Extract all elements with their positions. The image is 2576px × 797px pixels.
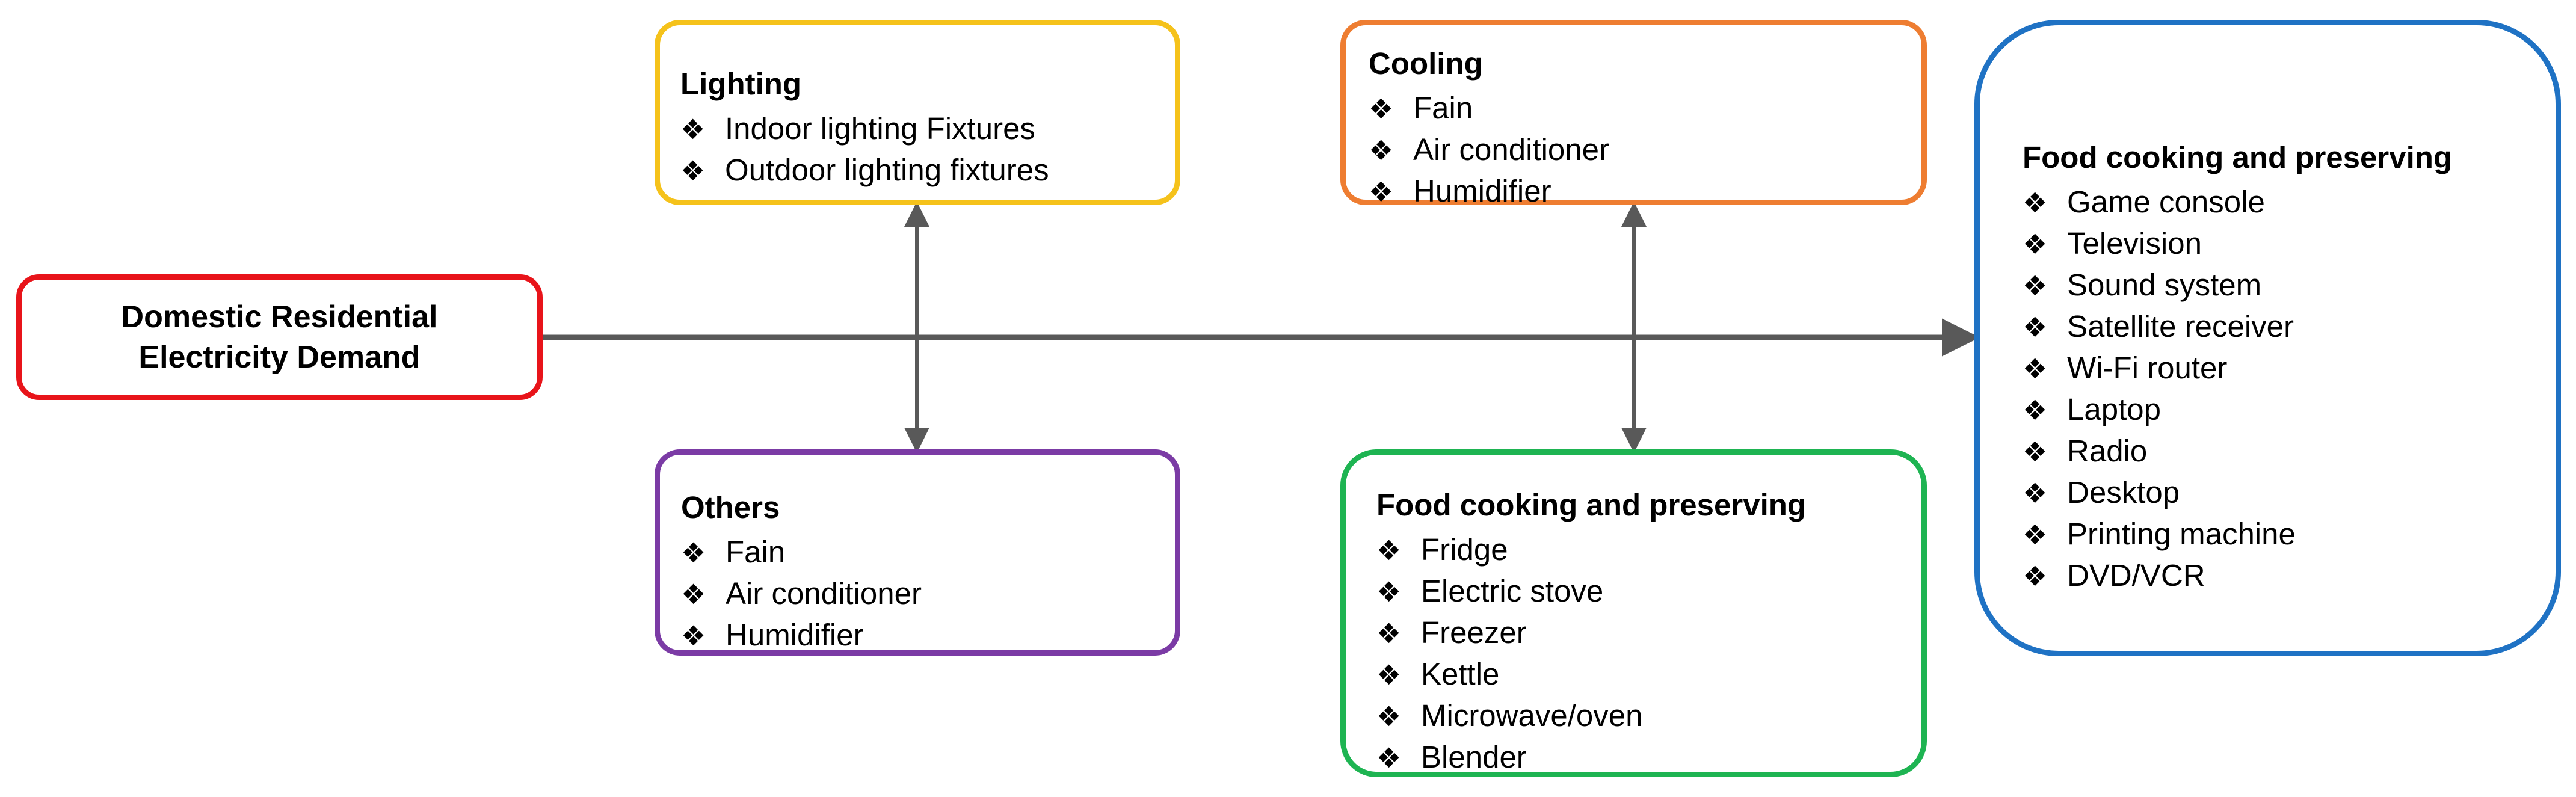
cooling-item-list: Fain Air conditioner Humidifier — [1369, 88, 1921, 212]
entertainment-title: Food cooking and preserving — [2023, 140, 2453, 174]
root-node-title: Domestic Residential Electricity Demand — [122, 297, 438, 378]
others-item: Fain — [681, 532, 1175, 573]
entertainment-item: Wi-Fi router — [2023, 348, 2556, 389]
entertainment-item: Game console — [2023, 182, 2556, 223]
root-title-line-1: Domestic Residential — [121, 299, 438, 334]
lighting-item-list: Indoor lighting Fixtures Outdoor lightin… — [680, 108, 1175, 191]
lighting-box: Lighting Indoor lighting Fixtures Outdoo… — [655, 20, 1180, 205]
cooling-item: Humidifier — [1369, 171, 1921, 212]
food-item: Blender — [1376, 737, 1921, 778]
cooling-box: Cooling Fain Air conditioner Humidifier — [1340, 20, 1927, 208]
others-box: Others Fain Air conditioner Humidifier — [655, 449, 1180, 656]
cooling-item: Air conditioner — [1369, 129, 1921, 171]
entertainment-item: Sound system — [2023, 265, 2556, 306]
entertainment-item: Radio — [2023, 431, 2556, 472]
entertainment-item: Television — [2023, 223, 2556, 265]
entertainment-item: Desktop — [2023, 472, 2556, 514]
lighting-title: Lighting — [680, 67, 802, 101]
food-item-list: Fridge Electric stove Freezer Kettle Mic… — [1376, 529, 1921, 778]
food-item: Freezer — [1376, 612, 1921, 654]
entertainment-item-list: Game console Television Sound system Sat… — [2023, 182, 2556, 597]
food-item: Microwave/oven — [1376, 695, 1921, 737]
food-item: Electric stove — [1376, 571, 1921, 612]
lighting-item: Outdoor lighting fixtures — [680, 150, 1175, 191]
food-item: Fridge — [1376, 529, 1921, 571]
entertainment-item: Satellite receiver — [2023, 306, 2556, 348]
lighting-item: Indoor lighting Fixtures — [680, 108, 1175, 150]
root-title-line-2: Electricity Demand — [138, 339, 421, 375]
entertainment-item: DVD/VCR — [2023, 555, 2556, 597]
others-item-list: Fain Air conditioner Humidifier — [681, 532, 1175, 656]
cooling-item: Fain — [1369, 88, 1921, 129]
food-box: Food cooking and preserving Fridge Elect… — [1340, 449, 1927, 777]
root-node-box: Domestic Residential Electricity Demand — [16, 274, 543, 400]
cooling-title: Cooling — [1369, 46, 1483, 81]
food-item: Kettle — [1376, 654, 1921, 695]
entertainment-box: Food cooking and preserving Game console… — [1974, 20, 2561, 656]
others-item: Air conditioner — [681, 573, 1175, 615]
entertainment-item: Laptop — [2023, 389, 2556, 431]
entertainment-item: Printing machine — [2023, 514, 2556, 555]
others-item: Humidifier — [681, 615, 1175, 656]
others-title: Others — [681, 490, 780, 525]
food-title: Food cooking and preserving — [1376, 488, 1807, 522]
